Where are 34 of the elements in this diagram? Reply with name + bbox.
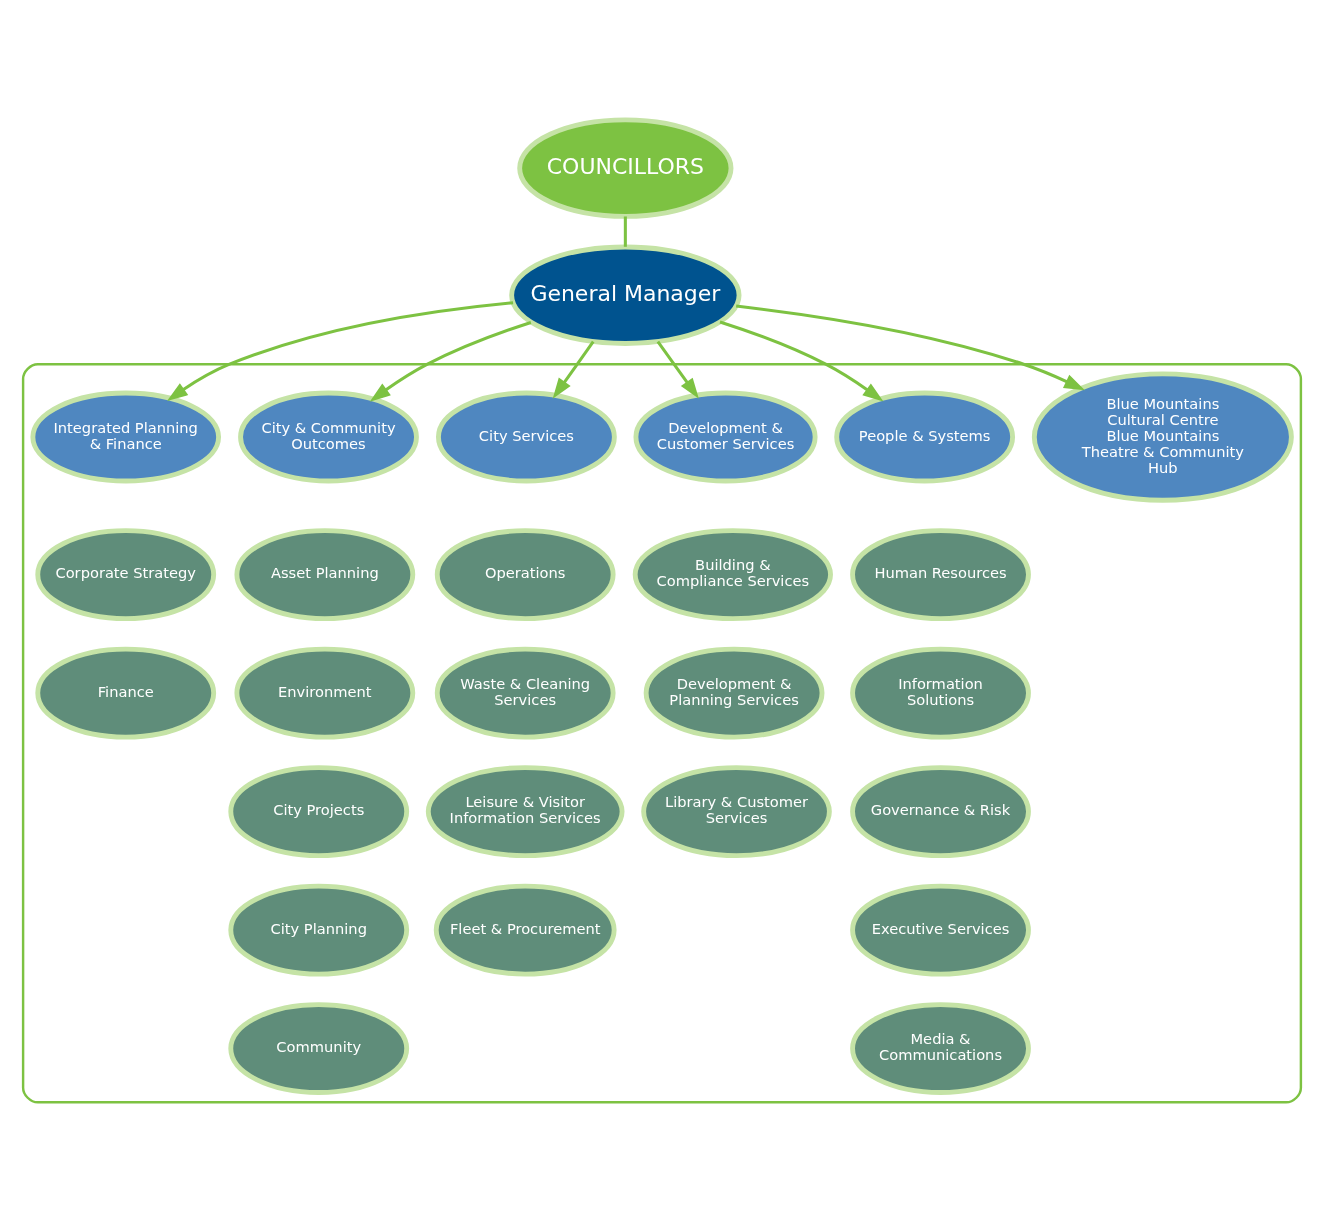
node-ellipse: Operations <box>434 528 616 622</box>
node-ellipse: Environment <box>234 646 416 740</box>
node-ellipse: City Projects <box>228 765 410 859</box>
node-ellipse: COUNCILLORS <box>517 117 734 219</box>
node-ellipse: Executive Services <box>850 883 1031 977</box>
node-ellipse: Waste & Cleaning Services <box>434 646 616 740</box>
node-ellipse: Media & Communications <box>850 1002 1031 1095</box>
node-ellipse: Human Resources <box>850 528 1031 622</box>
node-ellipse: Development & Customer Services <box>633 390 818 484</box>
node-ellipse: City Services <box>436 390 617 484</box>
node-ellipse: Finance <box>35 646 217 740</box>
connector <box>623 216 627 247</box>
node-ellipse: People & Systems <box>834 390 1016 484</box>
node-ellipse: Integrated Planning & Finance <box>30 390 222 484</box>
node-ellipse: City & Community Outcomes <box>238 390 419 484</box>
node-ellipse: Information Solutions <box>850 646 1031 740</box>
arrow <box>552 340 595 399</box>
arrow <box>719 320 884 402</box>
arrow <box>369 321 532 402</box>
node-ellipse: Fleet & Procurement <box>433 883 617 977</box>
node-ellipse: Community <box>228 1002 410 1095</box>
node-ellipse: City Planning <box>228 883 410 977</box>
node-ellipse: General Manager <box>509 244 742 346</box>
node-ellipse: Corporate Strategy <box>35 528 217 622</box>
cluster <box>21 363 1303 1104</box>
node-ellipse: Library & Customer Services <box>641 765 832 859</box>
node-ellipse: Asset Planning <box>234 528 416 622</box>
arrow <box>735 304 1085 391</box>
arrow <box>656 340 699 399</box>
node-ellipse: Leisure & Visitor Information Services <box>425 765 625 859</box>
node-ellipse: Development & Planning Services <box>643 646 825 740</box>
node-ellipse: Building & Compliance Services <box>632 528 833 622</box>
arrow <box>167 301 514 402</box>
node-ellipse: Governance & Risk <box>850 765 1031 859</box>
